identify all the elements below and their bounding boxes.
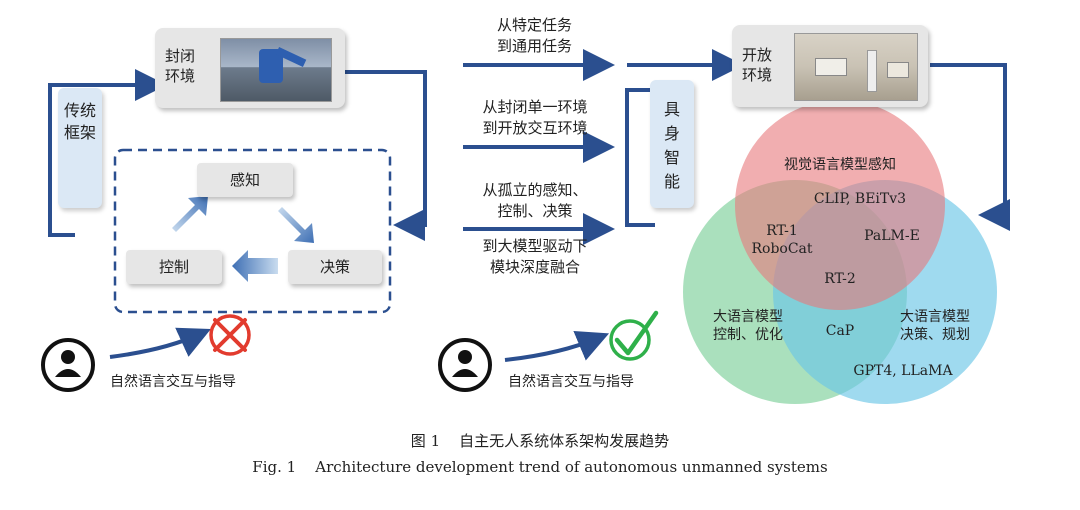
open-env-box: 开放 环境 <box>732 25 928 107</box>
right-person-icon <box>438 338 492 392</box>
right-nl-label: 自然语言交互与指导 <box>508 374 634 390</box>
venn-rt1-robocat: RT-1 RoboCat <box>751 223 813 257</box>
venn-vl-title: 视觉语言模型感知 <box>784 157 896 173</box>
arrow-decision-to-control <box>232 250 278 282</box>
perception-module: 感知 <box>197 163 293 197</box>
left-person-icon <box>41 338 95 392</box>
venn-circle-vl <box>735 100 945 310</box>
arrow-perception-to-decision <box>278 207 314 243</box>
embodied-intelligence-box: 具 身 智 能 <box>650 80 694 208</box>
transition-env-label: 从封闭单一环境 到开放交互环境 <box>482 98 588 137</box>
check-icon <box>609 310 659 361</box>
venn-diagram <box>683 100 997 404</box>
arrow-control-to-perception <box>172 196 208 232</box>
transition-module-label-a: 从孤立的感知、 控制、决策 <box>482 181 588 220</box>
venn-llm-plan-title: 大语言模型 决策、规划 <box>900 309 970 343</box>
perception-label: 感知 <box>229 171 260 189</box>
venn-vl-models: CLIP, BEiTv3 <box>813 191 907 207</box>
venn-gpt-llama: GPT4, LLaMA <box>853 363 953 379</box>
left-loop-arrows <box>48 69 427 241</box>
venn-rt2: RT-2 <box>824 271 856 287</box>
middle-arrows <box>463 49 615 245</box>
figure-caption-en: Fig. 1 Architecture development trend of… <box>252 458 828 476</box>
open-env-label: 开放 环境 <box>742 46 773 84</box>
traditional-framework-box: 传统 框架 <box>58 88 102 208</box>
left-nl-curve-arrow <box>109 327 211 359</box>
module-dashed-frame <box>113 148 392 314</box>
control-label: 控制 <box>158 258 189 276</box>
open-lab-image <box>794 33 918 101</box>
decision-label: 决策 <box>319 258 350 276</box>
venn-cap: CaP <box>825 323 855 339</box>
venn-llm-control-title: 大语言模型 控制、优化 <box>713 309 783 343</box>
right-loop-arrows <box>625 49 1010 231</box>
right-nl-curve-arrow <box>504 331 610 362</box>
left-nl-label: 自然语言交互与指导 <box>110 374 236 390</box>
control-module: 控制 <box>126 250 222 284</box>
venn-palme: PaLM-E <box>864 228 920 244</box>
factory-robot-image <box>220 38 332 102</box>
closed-env-box: 封闭 环境 <box>155 28 345 108</box>
cross-icon <box>209 314 251 356</box>
figure-caption-cn: 图 1 自主无人系统体系架构发展趋势 <box>410 432 670 450</box>
closed-env-label: 封闭 环境 <box>165 47 196 85</box>
decision-module: 决策 <box>288 250 382 284</box>
transition-module-label-b: 到大模型驱动下 模块深度融合 <box>482 237 588 276</box>
transition-task-label: 从特定任务 到通用任务 <box>496 16 572 55</box>
